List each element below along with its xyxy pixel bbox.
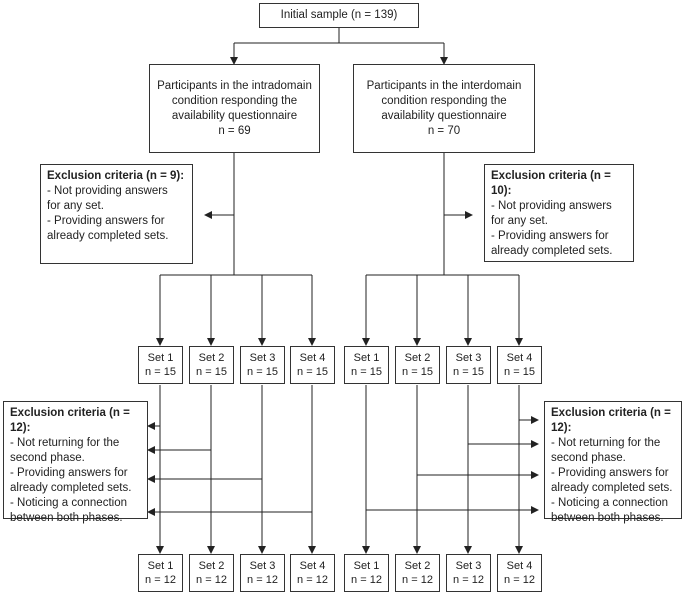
exclusion-count: (n = 12): bbox=[551, 407, 671, 434]
set-name: Set 2 bbox=[404, 352, 431, 364]
intra-line-3: availability questionnaire bbox=[171, 109, 298, 122]
intra-final-set-1-box: Set 1 n = 12 bbox=[138, 554, 183, 592]
inter-set-4-box: Set 4 n = 15 bbox=[497, 346, 542, 384]
set-count: n = 15 bbox=[453, 366, 484, 378]
set-name: Set 2 bbox=[198, 352, 225, 364]
inter-line-1: Participants in the interdomain bbox=[366, 79, 522, 92]
inter-set-1-box: Set 1 n = 15 bbox=[344, 346, 389, 384]
exclusion-item: - Noticing a connection bbox=[551, 497, 668, 509]
set-count: n = 12 bbox=[145, 574, 176, 586]
intra-final-set-3-box: Set 3 n = 12 bbox=[240, 554, 285, 592]
exclusion-item: - Not returning for the bbox=[551, 437, 661, 449]
set-count: n = 12 bbox=[351, 574, 382, 586]
set-count: n = 12 bbox=[402, 574, 433, 586]
inter-line-3: availability questionnaire bbox=[381, 109, 507, 122]
exclusion-item: second phase. bbox=[551, 452, 626, 464]
intra-count: n = 69 bbox=[218, 124, 251, 137]
set-count: n = 15 bbox=[504, 366, 535, 378]
set-name: Set 2 bbox=[404, 560, 431, 572]
set-count: n = 15 bbox=[351, 366, 382, 378]
exclusion-item: - Noticing a connection bbox=[10, 497, 127, 509]
intra-exclusion-box-1: Exclusion criteria (n = 9): - Not provid… bbox=[40, 164, 193, 264]
exclusion-item: between both phases. bbox=[10, 512, 123, 524]
set-count: n = 12 bbox=[196, 574, 227, 586]
intra-final-set-4-box: Set 4 n = 12 bbox=[290, 554, 335, 592]
exclusion-item: for any set. bbox=[47, 200, 104, 212]
set-count: n = 15 bbox=[402, 366, 433, 378]
set-count: n = 15 bbox=[145, 366, 176, 378]
exclusion-item: second phase. bbox=[10, 452, 85, 464]
intra-line-1: Participants in the intradomain bbox=[157, 79, 312, 92]
exclusion-count: (n = 9): bbox=[142, 170, 185, 182]
set-count: n = 15 bbox=[196, 366, 227, 378]
set-name: Set 4 bbox=[506, 352, 533, 364]
exclusion-item: already completed sets. bbox=[491, 245, 613, 257]
exclusion-item: already completed sets. bbox=[10, 482, 132, 494]
set-name: Set 3 bbox=[455, 560, 482, 572]
exclusion-item: - Not providing answers bbox=[491, 200, 612, 212]
inter-line-2: condition responding the bbox=[381, 94, 507, 107]
intra-set-4-box: Set 4 n = 15 bbox=[290, 346, 335, 384]
set-count: n = 12 bbox=[247, 574, 278, 586]
interdomain-condition-box: Participants in the interdomain conditio… bbox=[353, 64, 535, 153]
inter-final-set-4-box: Set 4 n = 12 bbox=[497, 554, 542, 592]
exclusion-item: already completed sets. bbox=[47, 230, 169, 242]
inter-set-2-box: Set 2 n = 15 bbox=[395, 346, 440, 384]
inter-set-3-box: Set 3 n = 15 bbox=[446, 346, 491, 384]
exclusion-item: - Providing answers for bbox=[551, 467, 669, 479]
exclusion-title: Exclusion criteria bbox=[10, 407, 106, 419]
intra-set-1-box: Set 1 n = 15 bbox=[138, 346, 183, 384]
initial-sample-box: Initial sample (n = 139) bbox=[259, 3, 419, 28]
exclusion-item: between both phases. bbox=[551, 512, 664, 524]
inter-count: n = 70 bbox=[427, 124, 461, 137]
set-name: Set 3 bbox=[249, 352, 276, 364]
set-name: Set 1 bbox=[147, 352, 174, 364]
set-count: n = 12 bbox=[453, 574, 484, 586]
set-name: Set 1 bbox=[353, 352, 380, 364]
set-name: Set 4 bbox=[506, 560, 533, 572]
exclusion-title: Exclusion criteria bbox=[47, 170, 143, 182]
exclusion-item: - Not returning for the bbox=[10, 437, 120, 449]
set-name: Set 2 bbox=[198, 560, 225, 572]
exclusion-title: Exclusion criteria bbox=[551, 407, 647, 419]
intra-final-set-2-box: Set 2 n = 12 bbox=[189, 554, 234, 592]
intra-set-3-box: Set 3 n = 15 bbox=[240, 346, 285, 384]
initial-sample-label: Initial sample (n = 139) bbox=[280, 9, 398, 21]
inter-final-set-2-box: Set 2 n = 12 bbox=[395, 554, 440, 592]
set-count: n = 12 bbox=[504, 574, 535, 586]
exclusion-item: - Not providing answers bbox=[47, 185, 168, 197]
exclusion-item: for any set. bbox=[491, 215, 548, 227]
intra-exclusion-box-2: Exclusion criteria (n = 12): - Not retur… bbox=[3, 401, 148, 524]
exclusion-item: - Providing answers for bbox=[491, 230, 609, 242]
exclusion-count: (n = 12): bbox=[10, 407, 130, 434]
set-count: n = 15 bbox=[247, 366, 278, 378]
inter-exclusion-box-1: Exclusion criteria (n = 10): - Not provi… bbox=[484, 164, 634, 262]
exclusion-item: already completed sets. bbox=[551, 482, 673, 494]
intradomain-condition-box: Participants in the intradomain conditio… bbox=[149, 64, 320, 153]
inter-final-set-3-box: Set 3 n = 12 bbox=[446, 554, 491, 592]
set-count: n = 12 bbox=[297, 574, 328, 586]
exclusion-item: - Providing answers for bbox=[47, 215, 165, 227]
set-name: Set 1 bbox=[353, 560, 380, 572]
set-count: n = 15 bbox=[297, 366, 328, 378]
exclusion-item: - Providing answers for bbox=[10, 467, 128, 479]
set-name: Set 4 bbox=[299, 560, 326, 572]
inter-exclusion-box-2: Exclusion criteria (n = 12): - Not retur… bbox=[544, 401, 682, 524]
set-name: Set 3 bbox=[455, 352, 482, 364]
intra-line-2: condition responding the bbox=[171, 94, 298, 107]
inter-final-set-1-box: Set 1 n = 12 bbox=[344, 554, 389, 592]
set-name: Set 4 bbox=[299, 352, 326, 364]
set-name: Set 3 bbox=[249, 560, 276, 572]
intra-set-2-box: Set 2 n = 15 bbox=[189, 346, 234, 384]
exclusion-count: (n = 10): bbox=[491, 170, 611, 197]
set-name: Set 1 bbox=[147, 560, 174, 572]
exclusion-title: Exclusion criteria bbox=[491, 170, 587, 182]
